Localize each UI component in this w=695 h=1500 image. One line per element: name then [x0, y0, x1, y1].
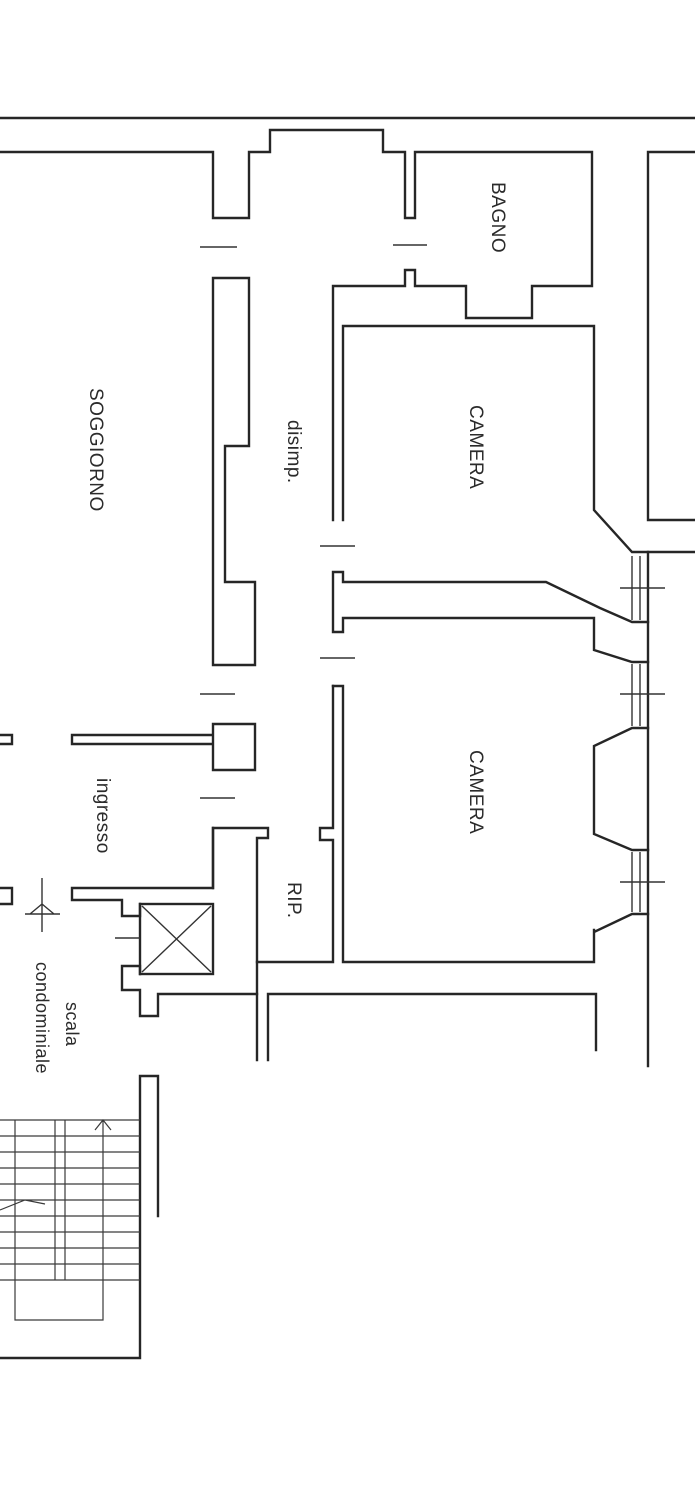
room-label-ingresso: ingresso — [92, 778, 113, 854]
elevator-shaft — [138, 902, 215, 976]
stair-wall — [0, 1074, 160, 1360]
elevator-cross — [141, 905, 212, 973]
door-mark — [200, 244, 427, 248]
door-mark — [200, 693, 235, 799]
camera-bottom-outline — [331, 684, 650, 964]
ingresso-top-wall — [0, 722, 257, 772]
camera-partition — [331, 570, 650, 664]
room-label-scala: scala — [62, 1002, 82, 1047]
rip-wall — [211, 684, 335, 964]
camera-top-outline — [341, 324, 650, 1068]
soggiorno-partition — [211, 276, 257, 667]
room-label-ripostiglio: RIP. — [283, 882, 304, 919]
lower-wall — [255, 960, 598, 1062]
right-section-wall — [646, 150, 695, 554]
room-label-camera-bottom: CAMERA — [465, 750, 486, 834]
door-mark — [320, 545, 355, 659]
room-label-soggiorno: SOGGIORNO — [85, 388, 106, 512]
room-label-bagno: BAGNO — [487, 182, 508, 253]
landing-wall — [120, 964, 259, 1062]
room-label-condominiale: condominiale — [32, 962, 52, 1074]
window — [620, 556, 665, 620]
room-label-disimpegno: disimp. — [283, 420, 304, 484]
window — [620, 852, 665, 912]
entry-door-mark — [25, 878, 60, 932]
soggiorno-top-wall — [0, 128, 594, 522]
staircase — [0, 1119, 140, 1321]
room-label-camera-top: CAMERA — [465, 405, 486, 489]
window — [620, 664, 665, 726]
